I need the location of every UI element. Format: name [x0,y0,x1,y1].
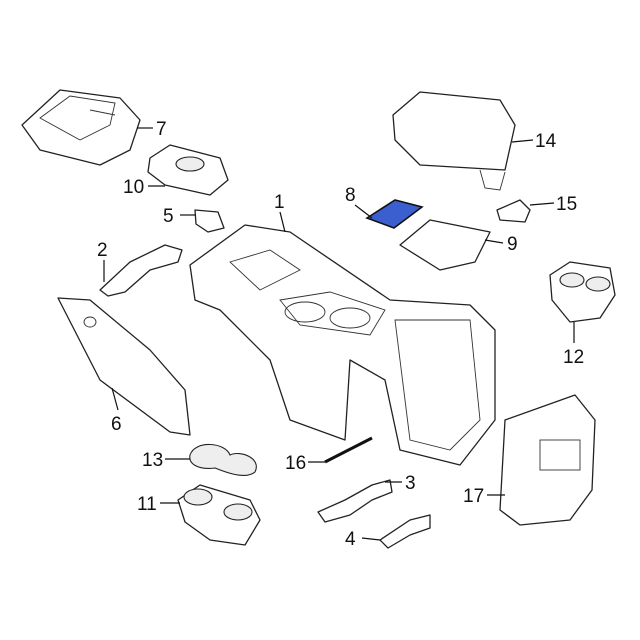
part-15-latch[interactable] [496,199,531,223]
callout-3: 3 [405,473,416,494]
callout-8: 8 [345,185,356,206]
callout-4: 4 [345,529,356,550]
part-7-storage-tray[interactable] [21,89,141,166]
part-17-rear-panel[interactable] [499,394,596,526]
callout-13: 13 [142,450,163,471]
callout-12: 12 [563,347,584,368]
callout-9: 9 [507,234,518,255]
callout-10: 10 [123,177,144,198]
part-9-liner[interactable] [399,219,491,271]
part-2-bracket[interactable] [99,244,183,297]
part-12-cup-holder[interactable] [549,261,616,323]
callout-15: 15 [556,194,577,215]
part-10-shifter-bezel[interactable] [147,144,229,196]
callout-11: 11 [137,494,157,515]
part-14-armrest[interactable] [392,91,516,191]
callout-14: 14 [535,131,557,152]
part-1-console-body[interactable] [189,224,496,466]
part-16-rod[interactable] [324,436,373,464]
callout-7: 7 [156,119,167,140]
part-11-cup-holder[interactable] [177,484,261,546]
callout-17: 17 [463,486,484,507]
part-6-side-panel[interactable] [57,297,191,436]
part-5-clip[interactable] [194,209,225,233]
part-3-bracket[interactable] [317,479,393,523]
callout-2: 2 [97,240,108,261]
callout-6: 6 [111,414,122,435]
part-8-mat-highlighted[interactable] [365,199,424,229]
callout-5: 5 [163,206,174,227]
part-4-bracket[interactable] [379,514,431,549]
part-13-cup-mat[interactable] [189,443,257,476]
callout-1: 1 [274,192,285,213]
callout-16: 16 [285,453,306,474]
leader-lines [103,127,575,541]
